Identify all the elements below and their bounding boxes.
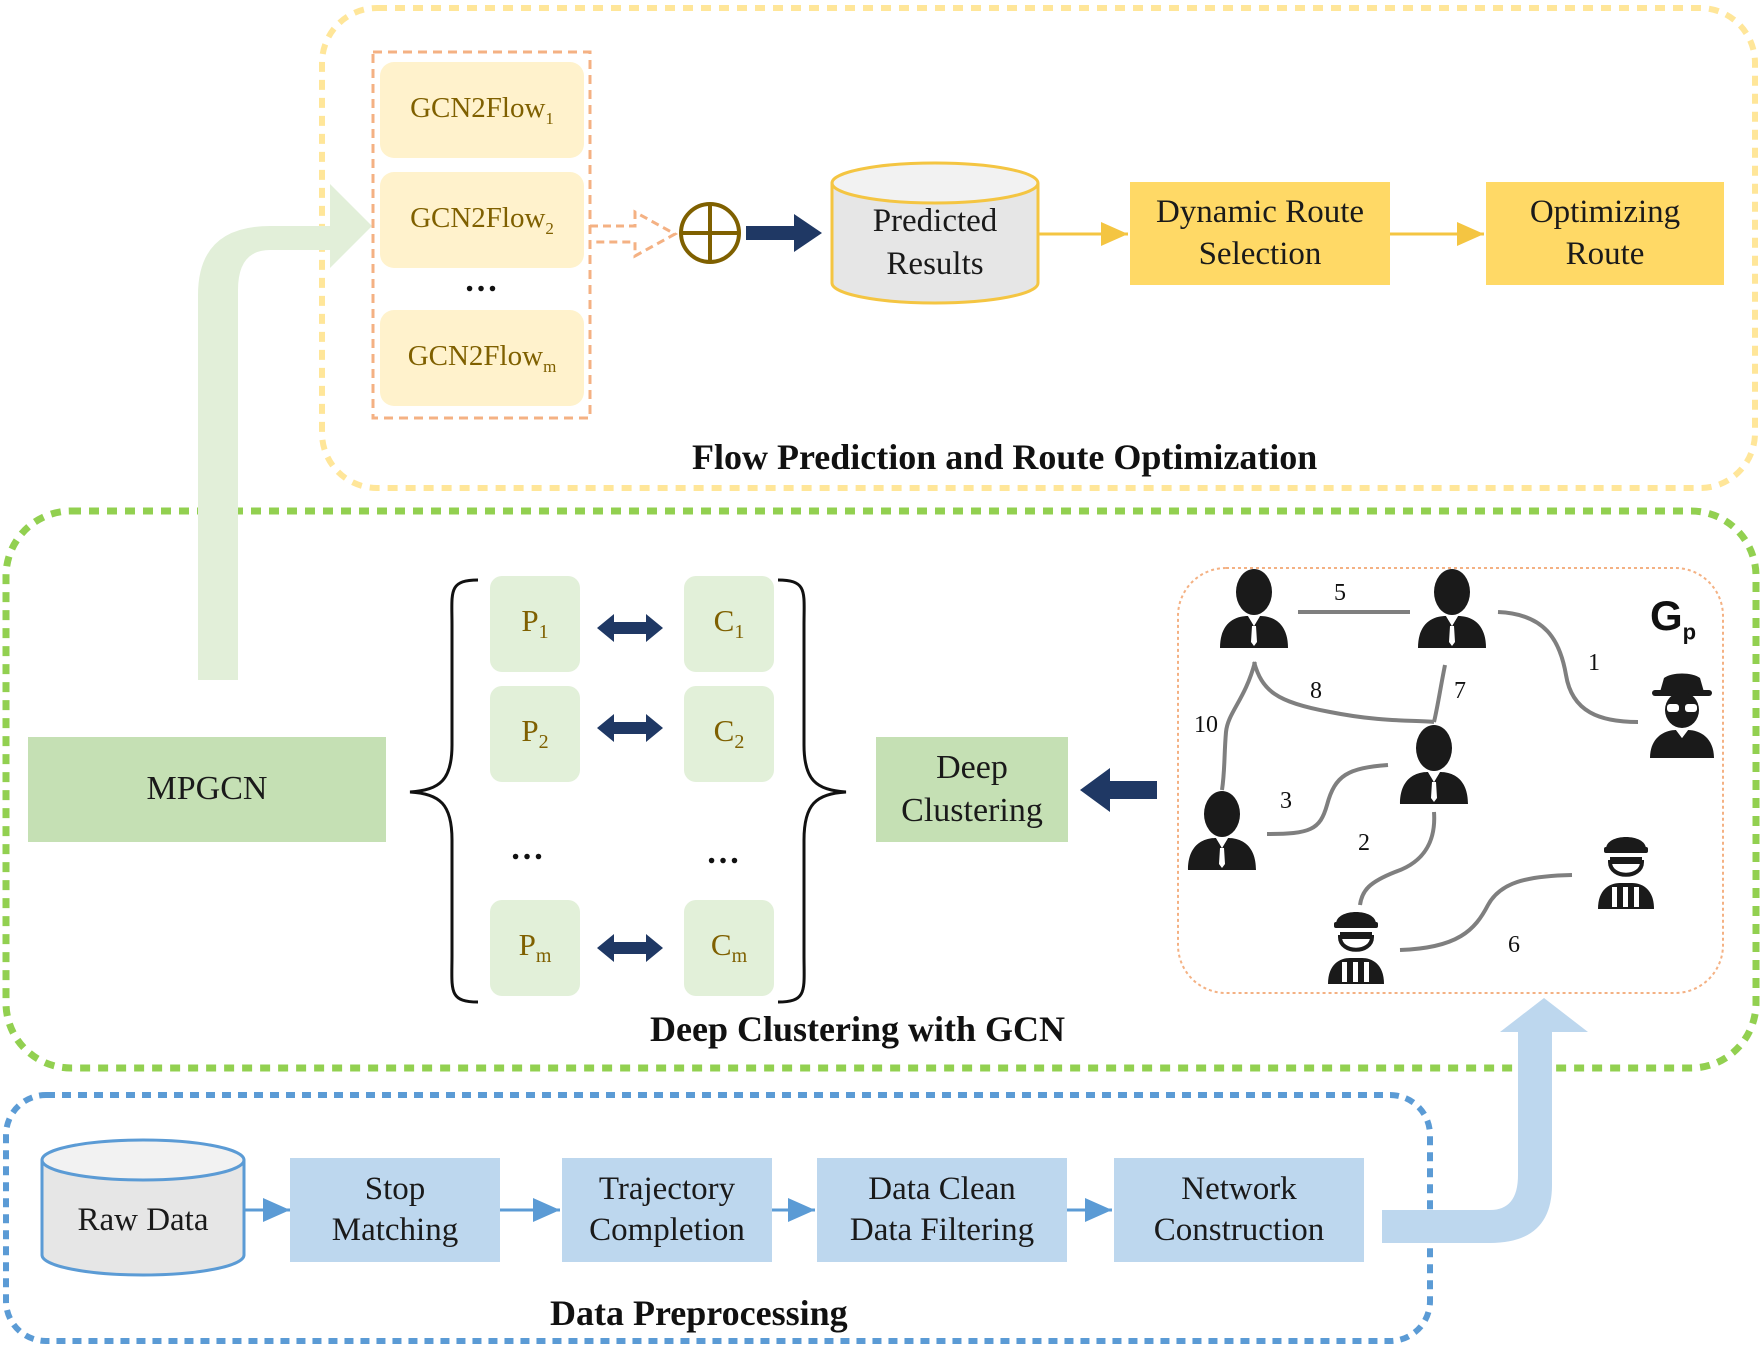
p1-box: P1	[490, 576, 580, 672]
preprocessing-section-title: Data Preprocessing	[550, 1293, 848, 1333]
pair-1-double-arrow	[597, 614, 663, 642]
gcn-ellipsis: …	[464, 262, 500, 299]
conductor-icon	[1598, 837, 1654, 909]
clustering-section-border	[2, 507, 1760, 1072]
raw-data-label: Raw Data	[77, 1201, 209, 1238]
edge-weight: 10	[1194, 712, 1218, 738]
pm-label: Pm	[518, 927, 552, 968]
c1-label: C1	[713, 603, 745, 644]
predicted-results-label: Predicted Results	[872, 203, 998, 282]
gcn2flow-1-label: GCN2Flow1	[410, 92, 554, 129]
edge-weight: 8	[1310, 678, 1322, 704]
sum-to-predicted-arrow	[746, 214, 822, 252]
stop-matching-box: Stop Matching	[290, 1158, 500, 1262]
pair-m-double-arrow	[597, 934, 663, 962]
left-brace	[409, 578, 479, 1004]
gcn2flow-m-box: GCN2Flowm	[380, 310, 584, 406]
network-to-graph-arrow	[1382, 998, 1588, 1243]
dynamic-route-selection-box: Dynamic Route Selection	[1130, 182, 1390, 285]
p1-label: P1	[521, 603, 549, 644]
gcn2flow-m-label: GCN2Flowm	[407, 340, 557, 377]
person-icon	[1188, 791, 1256, 870]
edge-weight: 2	[1358, 830, 1370, 856]
deep-clustering-box: Deep Clustering	[876, 737, 1068, 842]
person-icon	[1418, 569, 1486, 648]
p2-box: P2	[490, 686, 580, 782]
conductor-icon	[1328, 912, 1384, 984]
mpgcn-to-flow-arrow	[198, 184, 372, 680]
trajectory-completion-box: Trajectory Completion	[562, 1158, 772, 1262]
network-construction-box: Network Construction	[1114, 1158, 1364, 1262]
edge-weight: 5	[1334, 580, 1346, 606]
optimizing-route-box: Optimizing Route	[1486, 182, 1724, 285]
pair-2-double-arrow	[597, 714, 663, 742]
gcn2flow-1-box: GCN2Flow1	[380, 62, 584, 158]
raw-data-cylinder	[40, 1138, 246, 1277]
c-ellipsis: …	[706, 834, 742, 871]
c2-box: C2	[684, 686, 774, 782]
flow-section-title: Flow Prediction and Route Optimization	[692, 437, 1318, 477]
mpgcn-box: MPGCN	[28, 737, 386, 842]
p-ellipsis: …	[510, 830, 546, 867]
predicted-results-cylinder	[830, 161, 1040, 305]
gcn-to-sum-arrow	[590, 209, 679, 259]
cm-label: Cm	[710, 927, 748, 968]
edge-weight: 6	[1508, 932, 1520, 958]
graph-to-deep-clustering-arrow	[1080, 768, 1157, 812]
c1-box: C1	[684, 576, 774, 672]
cm-box: Cm	[684, 900, 774, 996]
pm-box: Pm	[490, 900, 580, 996]
person-icon	[1220, 569, 1288, 648]
edge-weight: 1	[1588, 650, 1600, 676]
edge-weight: 3	[1280, 788, 1292, 814]
gcn2flow-2-label: GCN2Flow2	[410, 202, 554, 239]
c2-label: C2	[713, 713, 745, 754]
graph-label: Gp	[1650, 592, 1697, 645]
right-brace	[777, 578, 847, 1004]
data-clean-filtering-box: Data Clean Data Filtering	[817, 1158, 1067, 1262]
gcn2flow-2-box: GCN2Flow2	[380, 172, 584, 268]
gcn-group-border	[371, 50, 592, 420]
spy-icon	[1650, 673, 1714, 758]
clustering-section-title: Deep Clustering with GCN	[650, 1009, 1065, 1049]
graph-edges	[1220, 610, 1639, 952]
edge-weight: 7	[1454, 678, 1466, 704]
person-icon	[1400, 725, 1468, 804]
sum-icon	[679, 202, 741, 264]
p2-label: P2	[521, 713, 549, 754]
graph-container	[1177, 567, 1724, 994]
